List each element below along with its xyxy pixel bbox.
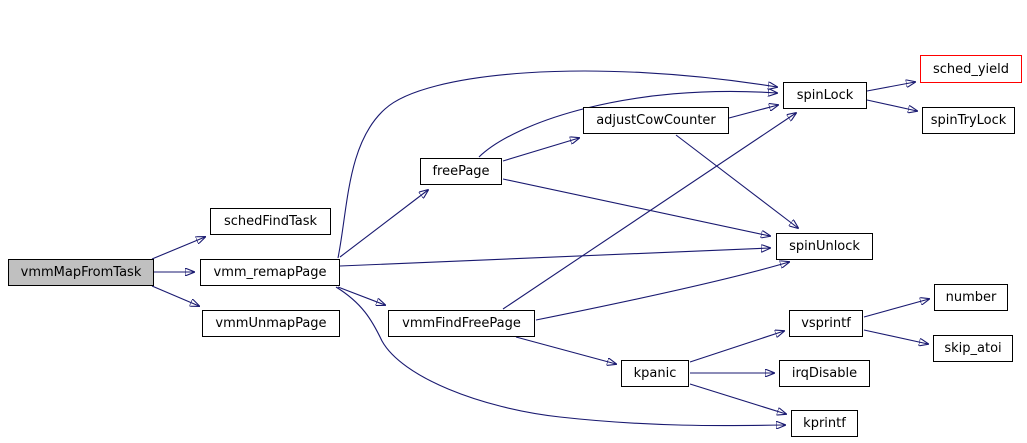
edge-kpanic-kprintf: [689, 383, 786, 414]
node-vmmMapFromTask: vmmMapFromTask: [8, 259, 154, 286]
node-spinLock[interactable]: spinLock: [783, 82, 867, 109]
edge-vsprintf-skip_atoi: [863, 329, 928, 344]
node-spinUnlock[interactable]: spinUnlock: [776, 233, 873, 260]
edge-vmm_remapPage-kprintf: [335, 286, 785, 426]
node-vmm_remapPage[interactable]: vmm_remapPage: [200, 259, 340, 286]
edge-vmm_remapPage-spinUnlock: [339, 248, 770, 267]
node-kpanic[interactable]: kpanic: [621, 360, 689, 387]
node-spinTryLock[interactable]: spinTryLock: [922, 107, 1015, 134]
node-freePage[interactable]: freePage: [420, 158, 502, 185]
node-vsprintf[interactable]: vsprintf: [789, 310, 863, 337]
edge-vmm_remapPage-vmmFindFreePage: [337, 286, 385, 305]
edge-vsprintf-number: [863, 299, 929, 318]
edge-vmm_remapPage-spinLock: [337, 70, 777, 259]
edge-adjustCowCounter-spinLock: [728, 105, 778, 119]
edge-kpanic-vsprintf: [689, 331, 784, 363]
edge-spinLock-sched_yield: [866, 82, 915, 92]
edge-freePage-adjustCowCounter: [502, 138, 579, 162]
node-adjustCowCounter[interactable]: adjustCowCounter: [583, 107, 729, 134]
node-vmmUnmapPage[interactable]: vmmUnmapPage: [202, 310, 340, 337]
edge-vmmMapFromTask-vmmUnmapPage: [151, 285, 199, 306]
node-sched_yield[interactable]: sched_yield: [920, 55, 1022, 83]
node-kprintf[interactable]: kprintf: [791, 410, 858, 437]
node-skip_atoi[interactable]: skip_atoi: [933, 335, 1013, 362]
edge-adjustCowCounter-spinUnlock: [675, 134, 798, 228]
edge-vmmFindFreePage-kpanic: [515, 336, 616, 364]
node-vmmFindFreePage[interactable]: vmmFindFreePage: [388, 310, 535, 337]
edge-freePage-spinUnlock: [502, 178, 770, 236]
node-number[interactable]: number: [934, 284, 1008, 311]
node-schedFindTask[interactable]: schedFindTask: [210, 208, 331, 235]
edge-spinLock-spinTryLock: [866, 99, 917, 111]
edge-vmmMapFromTask-schedFindTask: [151, 237, 205, 260]
edge-vmm_remapPage-freePage: [339, 190, 428, 258]
edge-vmmFindFreePage-spinUnlock: [535, 262, 789, 321]
node-irqDisable[interactable]: irqDisable: [779, 360, 870, 387]
edge-vmmFindFreePage-spinLock: [502, 113, 796, 310]
